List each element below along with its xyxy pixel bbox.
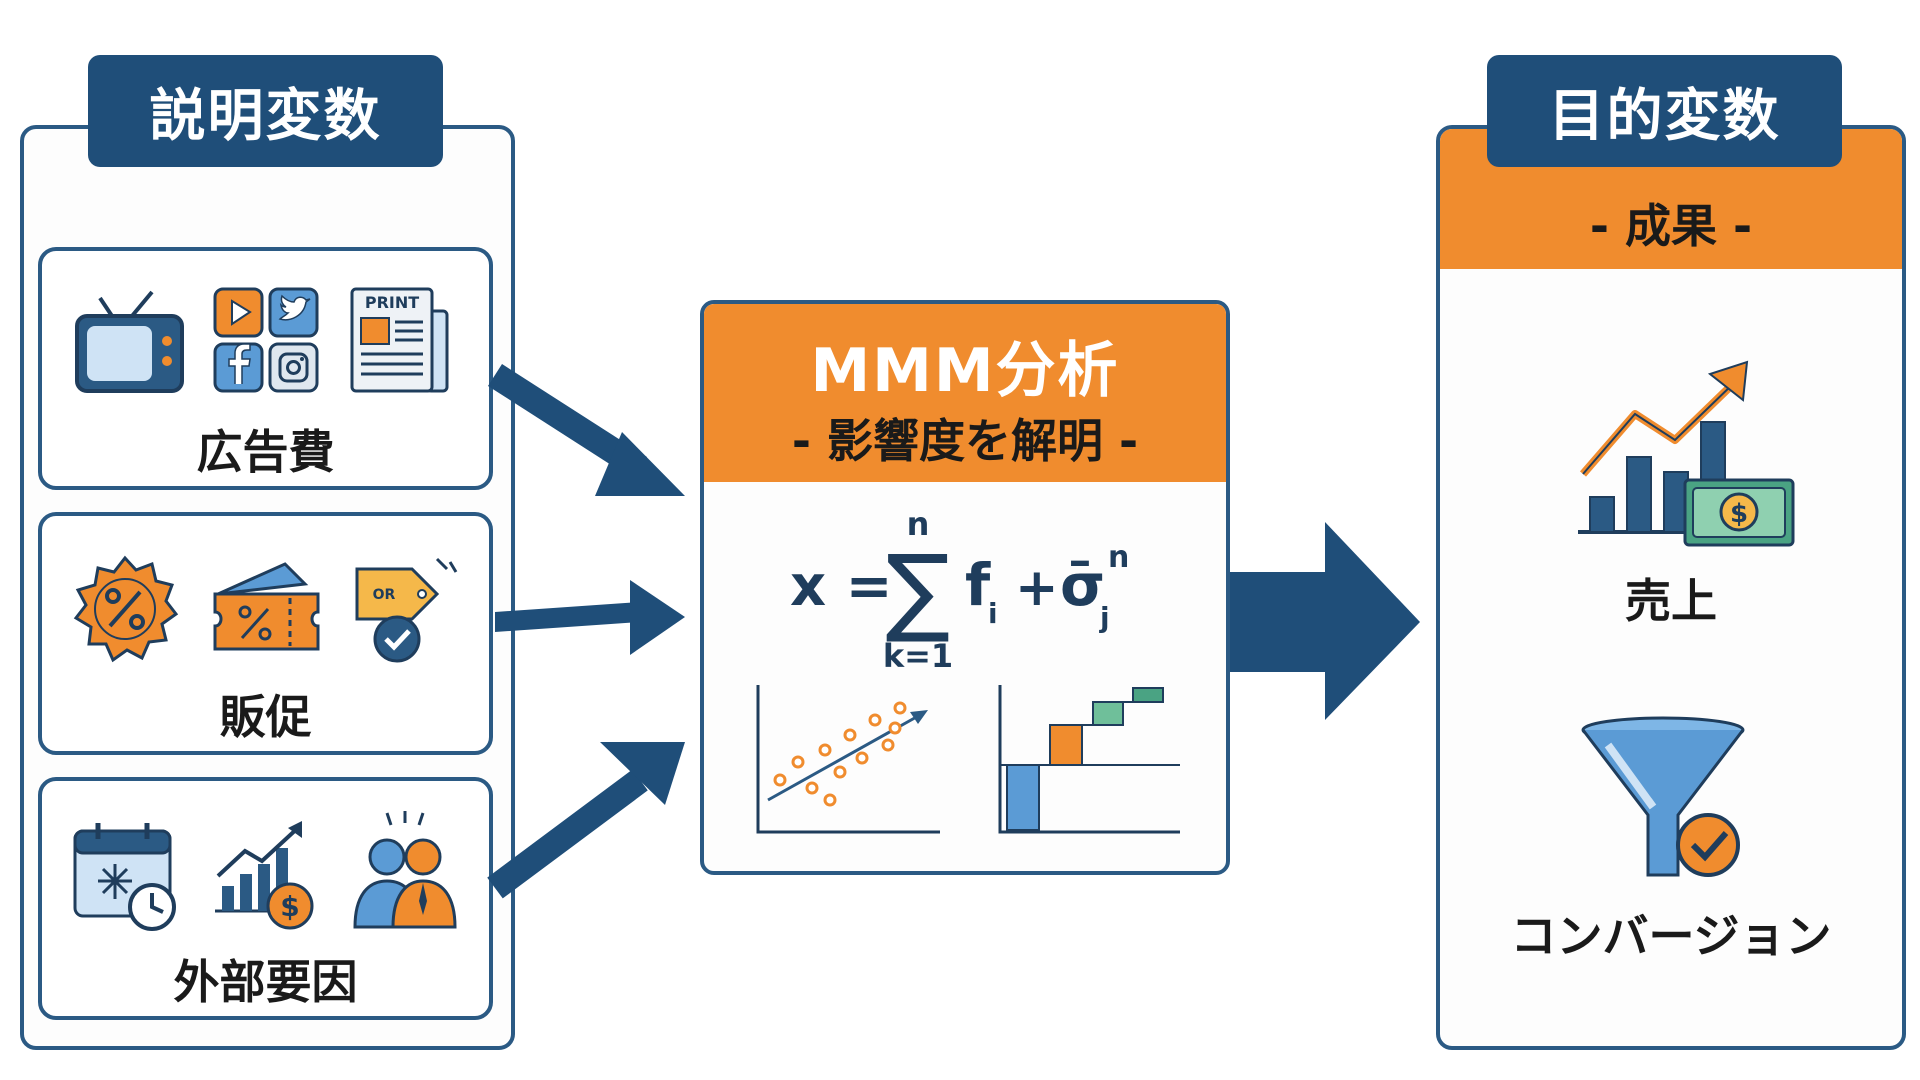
card-promotion: OR 販促 <box>38 512 493 755</box>
svg-text:$: $ <box>1730 499 1748 529</box>
print-newspaper-icon: PRINT <box>350 287 449 393</box>
scatter-regression-chart <box>756 685 940 834</box>
formula-term2-sub: j <box>1099 601 1110 634</box>
arrow-ad-spend <box>487 364 685 496</box>
arrow-promotion <box>495 580 685 655</box>
svg-text:PRINT: PRINT <box>365 293 419 312</box>
target-sales-label: 売上 <box>1625 574 1717 628</box>
analysis-title: MMM分析 <box>810 336 1120 406</box>
conversion-funnel-icon <box>1581 716 1745 877</box>
price-tag-check-icon: OR <box>355 557 458 663</box>
svg-text:$: $ <box>280 890 299 923</box>
waterfall-chart <box>998 685 1180 834</box>
target-title: 目的変数 <box>1487 55 1842 167</box>
arrow-to-target <box>1228 522 1420 720</box>
people-icon <box>353 811 457 929</box>
formula-term2: σ̄ <box>1060 551 1105 619</box>
discount-badge-icon <box>73 555 179 663</box>
formula-sum-top: n <box>907 505 930 543</box>
formula-term2-sup: n <box>1108 540 1129 575</box>
formula-lhs: x = <box>790 554 893 619</box>
svg-text:OR: OR <box>373 587 396 603</box>
tv-icon <box>75 290 184 393</box>
formula-term1-sub: i <box>988 597 998 630</box>
card-ad-spend: PRINT 広告費 <box>38 247 493 490</box>
mmm-formula: x = n ∑ k=1 f i + σ̄ j n <box>790 505 1129 675</box>
coupon-ticket-icon <box>213 562 320 651</box>
card-promotion-label: 販促 <box>219 690 312 744</box>
growth-dollar-icon: $ <box>215 821 314 930</box>
card-external-factors-label: 外部要因 <box>173 955 358 1009</box>
analysis-subtitle: - 影響度を解明 - <box>791 414 1139 468</box>
card-ad-spend-label: 広告費 <box>196 425 335 479</box>
target-subtitle: - 成果 - <box>1589 199 1753 253</box>
social-media-icons <box>213 287 319 393</box>
formula-plus: + <box>1015 558 1059 618</box>
calendar-clock-icon <box>73 823 176 931</box>
formula-term1: f <box>965 551 991 619</box>
card-external-factors: $ 外部要因 <box>38 777 493 1020</box>
arrow-external-factors <box>487 742 685 899</box>
analysis-panel <box>700 300 1230 875</box>
explanatory-title: 説明変数 <box>88 55 443 167</box>
sales-growth-icon: $ <box>1578 360 1795 547</box>
formula-sum-symbol: ∑ <box>886 534 951 646</box>
analysis-header <box>704 304 1226 482</box>
target-conversion-label: コンバージョン <box>1510 909 1832 963</box>
formula-sum-bottom: k=1 <box>883 637 953 675</box>
